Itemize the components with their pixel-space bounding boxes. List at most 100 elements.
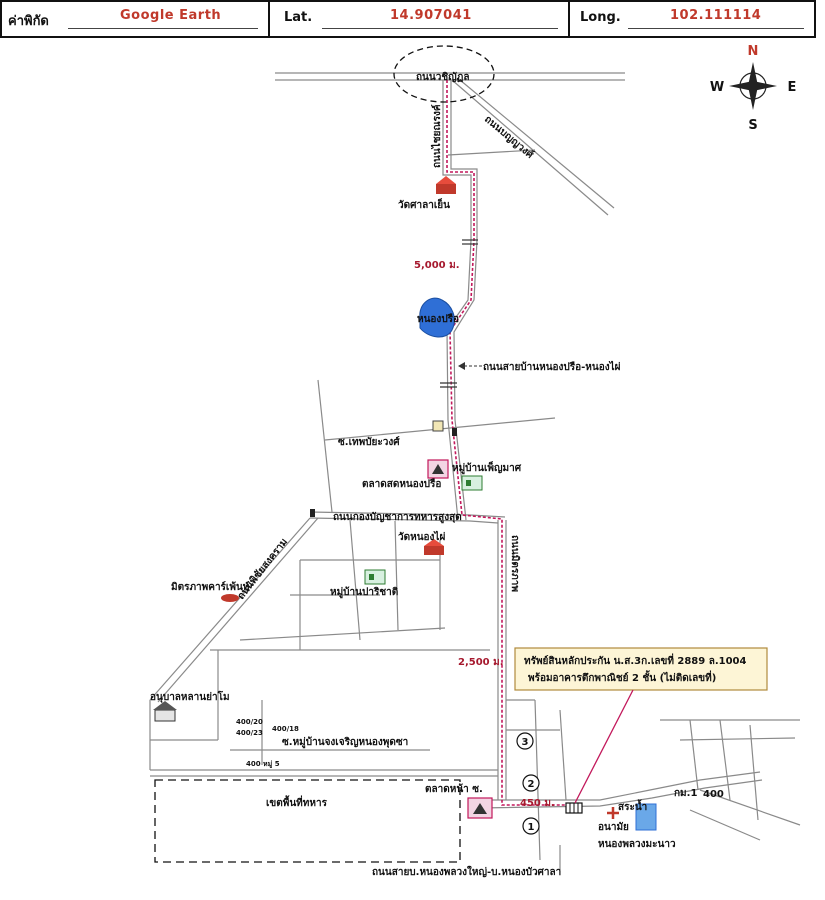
label-soi-thep: ซ.เทพบัยะวงศ์ bbox=[338, 436, 400, 448]
lat-underline bbox=[322, 28, 558, 29]
road-town-3 bbox=[689, 719, 699, 791]
pole-marker-1 bbox=[452, 428, 457, 436]
long-value: 102.111114 bbox=[670, 8, 762, 23]
label-road-nongpru: ถนนสายบ้านหนองปรือ-หนองไผ่ bbox=[483, 360, 621, 373]
coord-label: ค่าพิกัด bbox=[8, 14, 49, 29]
lat-cell: Lat. 14.907041 bbox=[270, 2, 570, 36]
label-house-3: 400/23 bbox=[236, 729, 263, 737]
label-village-phenmas: หมู่บ้านเพ็ญมาศ bbox=[452, 460, 522, 475]
marker-group: 3 2 1 bbox=[516, 732, 540, 835]
marker-1: 1 bbox=[528, 822, 535, 833]
road-phichai-1 bbox=[149, 517, 311, 701]
road-main-east-1 bbox=[480, 771, 761, 801]
hospital-cross-icon bbox=[607, 807, 619, 819]
road-grid-a bbox=[349, 519, 361, 641]
label-road-bottom: ถนนสายบ.หนองพลวงใหญ่-บ.หนองบัวศาลา bbox=[372, 865, 561, 878]
intersection-ellipse bbox=[393, 45, 495, 103]
property-building-icon bbox=[565, 802, 583, 814]
road-west-v bbox=[317, 379, 333, 513]
road-town-5 bbox=[749, 724, 759, 821]
road-main-2 bbox=[450, 80, 478, 521]
road-branch bbox=[447, 149, 536, 156]
property-callout-pointer bbox=[574, 689, 634, 804]
label-wat-nongmai: วัดหนองไผ่ bbox=[398, 530, 445, 543]
compass-n: N bbox=[748, 44, 759, 59]
label-wat-salayen: วัดศาลาเย็น bbox=[398, 197, 450, 211]
marker-3-circle bbox=[516, 732, 534, 750]
coordinates-header: ค่าพิกัด Google Earth Lat. 14.907041 Lon… bbox=[0, 0, 816, 38]
road-ticks bbox=[440, 239, 478, 388]
property-callout-box bbox=[514, 647, 768, 691]
coord-underline bbox=[68, 28, 258, 29]
road-diag-ne-2 bbox=[459, 79, 615, 209]
road-army-2 bbox=[309, 517, 499, 524]
lat-label: Lat. bbox=[284, 10, 313, 25]
label-reservoir: สระน้ำ bbox=[618, 799, 647, 813]
label-km: กม.1 bbox=[674, 788, 697, 799]
coord-source: Google Earth bbox=[120, 8, 222, 23]
label-soi-village: ซ.หมู่บ้านจงเจริญหนองพุดซา bbox=[282, 736, 408, 749]
route bbox=[446, 80, 568, 806]
road-town-2 bbox=[679, 737, 796, 741]
label-distance-450: 450 ม. bbox=[520, 798, 555, 809]
label-army-road: ถนนกองบัญชาการทหารสูงสุด bbox=[333, 511, 462, 524]
label-nong-pluang: หนองพลวงมะนาว bbox=[598, 839, 676, 850]
label-house-4: 400 หมู่ 5 bbox=[246, 760, 280, 769]
compass-s: S bbox=[748, 118, 757, 133]
location-map: 3 2 1 ถนนวชิญัฏล ถนนบญญวงศ์ ถนนไชยณรงค์ … bbox=[149, 44, 801, 878]
property-note-line2: พร้อมอาคารตึกพาณิชย์ 2 ชั้น (ไม่ติดเลขที… bbox=[528, 670, 716, 684]
label-lake: หนองปรือ bbox=[417, 313, 459, 325]
village-phenmas-icon bbox=[461, 475, 483, 491]
compass-w: W bbox=[710, 80, 724, 95]
market-front-icon bbox=[467, 797, 493, 819]
label-health-station: อนามัย bbox=[598, 821, 629, 833]
label-house-1: 400/20 bbox=[236, 718, 263, 726]
label-distance-5000: 5,000 ม. bbox=[414, 260, 460, 271]
marker-3: 3 bbox=[522, 737, 529, 748]
shop-icon bbox=[432, 420, 444, 432]
car-icon bbox=[221, 594, 239, 602]
roads bbox=[149, 72, 801, 870]
pole-marker-2 bbox=[310, 509, 315, 517]
road-east-d bbox=[559, 709, 567, 801]
lat-value: 14.907041 bbox=[390, 8, 472, 23]
label-road-mitraphap: ถนนมิตรภาพ bbox=[509, 535, 521, 592]
label-kindergarten: อนุบาลหลานย่าโม bbox=[150, 690, 230, 703]
label-km-value: 400 bbox=[703, 789, 724, 800]
road-grid-b bbox=[394, 520, 399, 631]
road-diag-ne-1 bbox=[451, 79, 609, 216]
route-line bbox=[446, 80, 568, 806]
military-zone-box bbox=[154, 779, 461, 863]
long-cell: Long. 102.111114 bbox=[570, 2, 814, 36]
lake-nong-pru bbox=[419, 297, 455, 338]
label-military-zone: เขตพื้นที่ทหาร bbox=[266, 795, 328, 809]
road-town-4 bbox=[719, 719, 731, 801]
road-main-1 bbox=[442, 80, 472, 521]
label-village-parichat: หมู่บ้านปาริชาติ bbox=[330, 586, 398, 599]
road-town-6 bbox=[699, 789, 801, 826]
village-parichat-icon bbox=[364, 569, 386, 585]
road-main-east-2 bbox=[479, 779, 763, 809]
temple-icon bbox=[436, 176, 456, 194]
property-note-line1: ทรัพย์สินหลักประกัน น.ส.3ก.เลขที่ 2889 ล… bbox=[524, 653, 747, 667]
label-market: ตลาดสดหนองปรือ bbox=[362, 478, 441, 490]
market-icon bbox=[427, 459, 449, 479]
property-callout: ทรัพย์สินหลักประกัน น.ส.3ก.เลขที่ 2889 ล… bbox=[514, 647, 768, 804]
label-mitraphap-church: มิตรภาพคาร์เพ้นท์ bbox=[171, 581, 250, 593]
label-market-front: ตลาดหน้า ซ. bbox=[425, 783, 483, 795]
coord-cell: ค่าพิกัด Google Earth bbox=[2, 2, 270, 36]
marker-2-circle bbox=[522, 774, 540, 792]
label-house-2: 400/18 bbox=[272, 725, 299, 733]
label-road-north-south: ถนนไชยณรงค์ bbox=[430, 104, 443, 168]
marker-1-circle bbox=[522, 817, 540, 835]
label-distance-2500: 2,500 ม. bbox=[458, 657, 504, 668]
label-road-top: ถนนวชิญัฏล bbox=[416, 71, 470, 83]
road-town-7 bbox=[689, 809, 761, 841]
temple-nongmai-icon bbox=[424, 539, 444, 555]
kindergarten-icon bbox=[153, 701, 177, 722]
reservoir-rect bbox=[635, 803, 657, 831]
arrow-head-icon bbox=[458, 362, 465, 370]
compass-e: E bbox=[788, 80, 797, 95]
long-underline bbox=[628, 28, 804, 29]
long-label: Long. bbox=[580, 10, 621, 25]
